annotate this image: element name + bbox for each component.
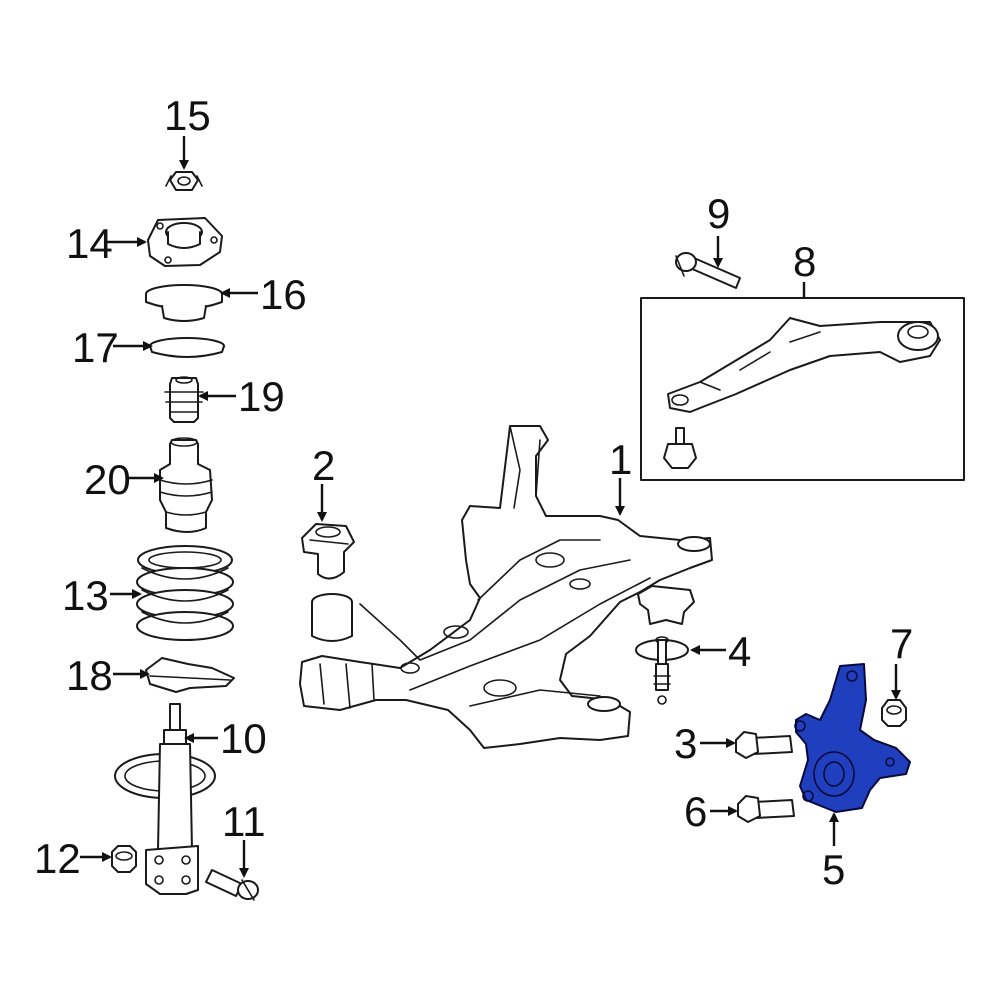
callout-labels: 15 14 16 17 19 20 13 18 10 11 12 2 1 4 3…: [34, 92, 913, 893]
part-10-strut: [114, 703, 216, 895]
callout-16: 16: [260, 271, 307, 318]
callout-15: 15: [164, 92, 211, 139]
part-19-jounce-bumper: [164, 376, 204, 423]
callout-1: 1: [609, 436, 632, 483]
part-9-bolt: [675, 252, 741, 289]
callout-14: 14: [66, 220, 113, 267]
part-8-control-arm-box: [640, 297, 965, 481]
callout-2: 2: [312, 442, 335, 489]
part-4-mount: [635, 585, 695, 705]
part-7-nut: [881, 699, 907, 727]
part-11-bolt: [205, 869, 259, 901]
callout-5: 5: [822, 846, 845, 893]
part-2-bushing: [301, 523, 355, 580]
callout-17: 17: [72, 324, 119, 371]
part-17-spring-insulator: [149, 337, 225, 358]
callout-3: 3: [674, 720, 697, 767]
callout-13: 13: [62, 572, 109, 619]
part-14-upper-mount: [147, 217, 223, 267]
callout-10: 10: [220, 715, 267, 762]
callout-8: 8: [793, 238, 816, 285]
callout-11: 11: [222, 798, 266, 845]
part-16-spring-seat: [145, 284, 223, 322]
part-1-subframe: [299, 425, 713, 749]
callout-4: 4: [728, 628, 751, 675]
part-3-bolt: [735, 731, 793, 759]
callout-19: 19: [238, 373, 285, 420]
part-5-steering-knuckle: [794, 663, 911, 813]
callout-12: 12: [34, 835, 81, 882]
part-6-bolt: [737, 795, 795, 823]
part-18-lower-isolator: [145, 657, 235, 693]
part-15-strut-nut: [165, 171, 203, 191]
callout-6: 6: [684, 788, 707, 835]
leader-lines: [80, 136, 901, 878]
callout-20: 20: [84, 456, 131, 503]
part-20-dust-boot: [159, 437, 213, 533]
callout-18: 18: [66, 652, 113, 699]
callout-7: 7: [890, 620, 913, 667]
part-12-nut: [111, 845, 137, 873]
callout-9: 9: [707, 190, 730, 237]
part-13-coil-spring: [136, 545, 234, 641]
